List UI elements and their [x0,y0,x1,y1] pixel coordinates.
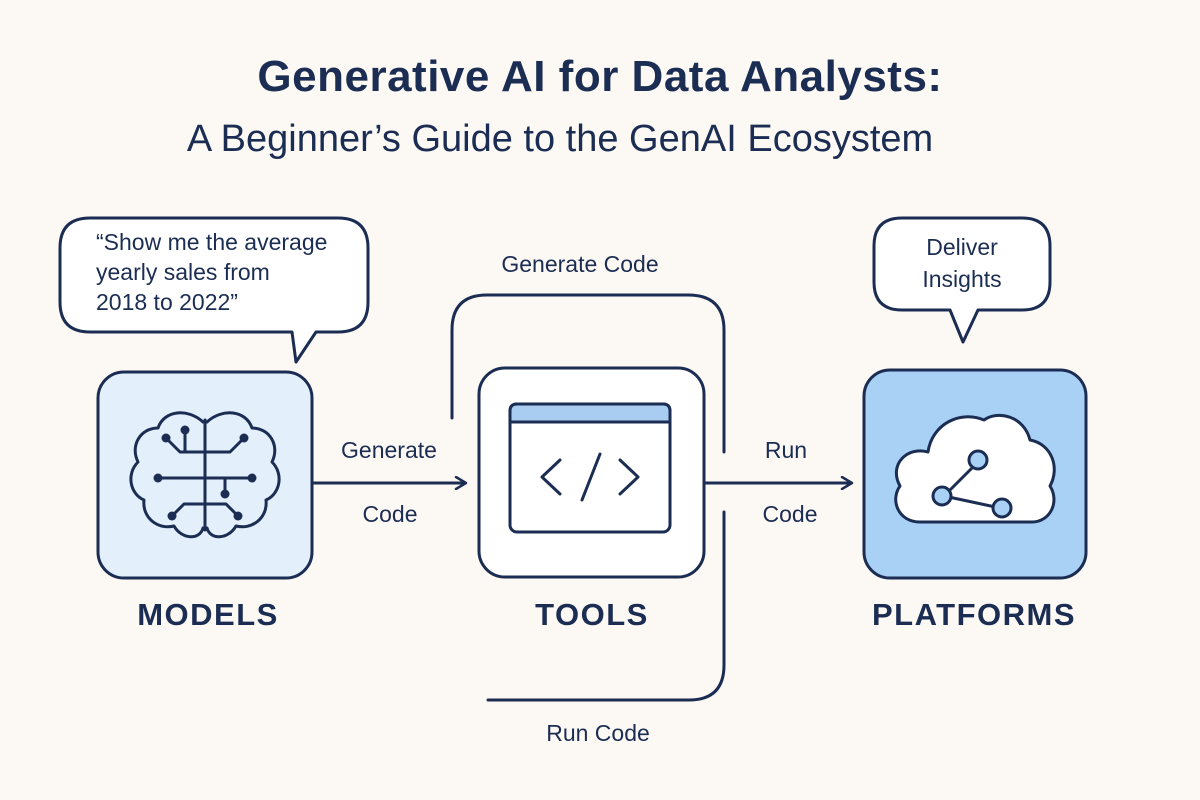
query-line-3: 2018 to 2022” [96,289,238,315]
platforms-node [862,368,1088,580]
query-speech-bubble: “Show me the average yearly sales from 2… [58,216,370,364]
tools-node [477,366,706,579]
run-code-loop-line [486,510,726,702]
insights-line-1: Deliver [926,234,998,260]
models-to-tools-label-1: Generate [341,437,437,463]
tools-label: TOOLS [535,597,649,632]
query-line-1: “Show me the average [96,229,327,255]
tools-to-platforms-label-1: Run [765,437,807,463]
generate-code-loop-line [450,293,726,454]
models-node [96,370,314,580]
insights-line-2: Insights [922,266,1001,292]
platforms-label: PLATFORMS [872,597,1076,632]
diagram-title: Generative AI for Data Analysts: [257,52,943,101]
brain-circuit-icon [129,411,281,539]
tools-to-platforms-label-2: Code [763,501,818,527]
loop-bottom-label: Run Code [546,720,650,746]
diagram-subtitle: A Beginner’s Guide to the GenAI Ecosyste… [186,118,934,160]
query-line-2: yearly sales from [96,259,270,285]
brain-circuit-nodes [153,425,257,521]
code-window-icon [508,402,672,534]
models-to-tools-label-2: Code [363,501,418,527]
insights-speech-bubble: Deliver Insights [872,216,1052,344]
models-label: MODELS [137,597,279,632]
cloud-network-icon [894,413,1056,524]
loop-top-label: Generate Code [501,251,658,277]
